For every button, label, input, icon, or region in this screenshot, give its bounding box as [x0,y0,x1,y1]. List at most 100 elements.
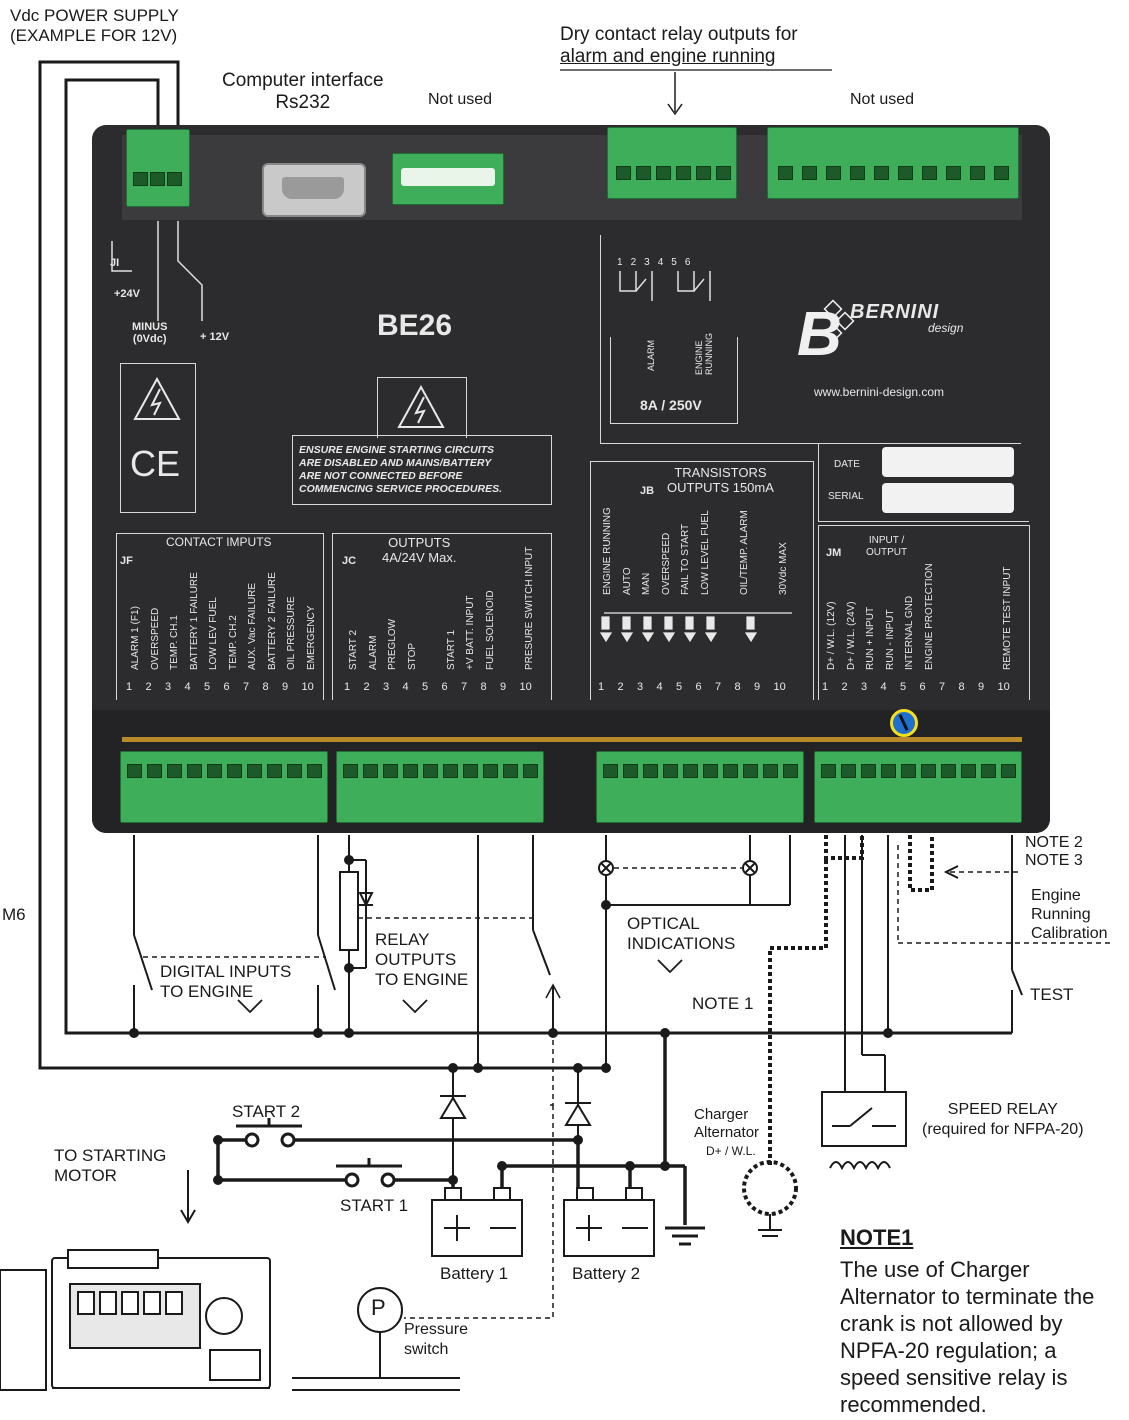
terminal-screw[interactable] [663,764,678,778]
terminal-screw[interactable] [763,764,778,778]
terminal-screw[interactable] [683,764,698,778]
jf-title: CONTACT IMPUTS [166,535,272,549]
jm-title: INPUT /OUTPUT [866,535,908,558]
brand-name: BERNINI [850,301,940,323]
jf-pin-4: 4 [184,681,191,693]
terminal-screw[interactable] [483,764,498,778]
terminal-screw[interactable] [307,764,322,778]
terminal-screw[interactable] [841,764,856,778]
jf-pin-9: 9 [282,681,289,693]
terminal-screw[interactable] [1001,764,1016,778]
terminal-screw[interactable] [147,764,162,778]
jf-pin-6: 6 [223,681,230,693]
terminal-screw[interactable] [423,764,438,778]
jf-box [116,533,324,700]
not-used-left-label: Not used [428,91,493,108]
terminal-screw[interactable] [287,764,302,778]
jc-pin-10: 10 [519,681,532,693]
serial-label: SERIAL [828,491,864,502]
rs232-port[interactable] [262,163,366,217]
terminal-screw[interactable] [643,764,658,778]
bernini-logo: B [797,299,855,363]
terminal-screw[interactable] [127,764,142,778]
power-terminal[interactable] [126,129,190,207]
jc-pin-8: 8 [480,681,487,693]
date-field [882,447,1014,477]
terminal-screw[interactable] [187,764,202,778]
relay-rating: 8A / 250V [640,397,702,413]
relay-numbers: 123456 [617,257,699,268]
terminal-screw[interactable] [941,764,956,778]
terminal-screw[interactable] [703,764,718,778]
terminal-screw[interactable] [503,764,518,778]
terminal-screw[interactable] [383,764,398,778]
terminal-screw[interactable] [743,764,758,778]
jb-pin-8: 8 [734,681,741,693]
battery1-label: Battery 1 [440,1264,509,1283]
jm-pin-9: 9 [978,681,985,693]
terminal-screw[interactable] [723,764,738,778]
jb-pin-9: 9 [754,681,761,693]
terminal-screw[interactable] [363,764,378,778]
model-label: BE26 [377,309,453,342]
jm-pin-2: 2 [841,681,848,693]
start2-label: START 2 [232,1102,301,1121]
bottom-terminal-block-2[interactable] [336,751,544,823]
jm-label: JM [826,547,842,559]
terminal-screw[interactable] [783,764,798,778]
note1-body: The use of Charger Alternator to termina… [840,1257,1095,1417]
terminal-screw[interactable] [861,764,876,778]
terminal-screw[interactable] [247,764,262,778]
terminal-screw[interactable] [267,764,282,778]
terminal-screw[interactable] [921,764,936,778]
jb-pin-4: 4 [656,681,663,693]
jb-pin-1: 1 [598,681,605,693]
jm-pin-4: 4 [880,681,887,693]
bottom-rail [122,737,1022,742]
power-supply-label: Vdc POWER SUPPLY(EXAMPLE FOR 12V) [10,6,179,45]
terminal-screw[interactable] [227,764,242,778]
jm-pin-8: 8 [958,681,965,693]
terminal-screw[interactable] [881,764,896,778]
terminal-screw[interactable] [821,764,836,778]
terminal-screw[interactable] [603,764,618,778]
terminal-screw[interactable] [463,764,478,778]
high-voltage-icon [133,376,181,420]
terminal-screw[interactable] [403,764,418,778]
bottom-terminals[interactable] [92,125,1050,833]
relay-output-terminal[interactable] [607,127,737,199]
terminal-screw[interactable] [981,764,996,778]
jf-pin-7: 7 [243,681,250,693]
jb-pin-10: 10 [773,681,786,693]
terminal-screw[interactable] [523,764,538,778]
jf-pin-8: 8 [262,681,269,693]
terminal-screw[interactable] [623,764,638,778]
jm-pin-7: 7 [939,681,946,693]
terminal-screw[interactable] [167,764,182,778]
date-label: DATE [834,459,860,470]
warning-icon [397,385,445,428]
bottom-terminal-block-3[interactable] [596,751,804,823]
terminal-screw[interactable] [443,764,458,778]
ji-label: JI [110,257,120,269]
calibration-screw-marker[interactable] [890,709,918,737]
terminal-screw[interactable] [901,764,916,778]
terminal-screw[interactable] [961,764,976,778]
controller-panel: JI +24V MINUS(0Vdc) + 12V BE26 CE ENSURE… [92,125,1050,833]
terminal-screw[interactable] [207,764,222,778]
bottom-terminal-block-1[interactable] [120,751,328,823]
transistor-outputs-icon [599,612,792,643]
bottom-terminal-block-4[interactable] [814,751,1022,823]
unused-terminal-left[interactable] [392,153,504,205]
serial-field [882,483,1014,513]
terminal-screw[interactable] [343,764,358,778]
unused-terminal-right[interactable] [767,127,1019,199]
